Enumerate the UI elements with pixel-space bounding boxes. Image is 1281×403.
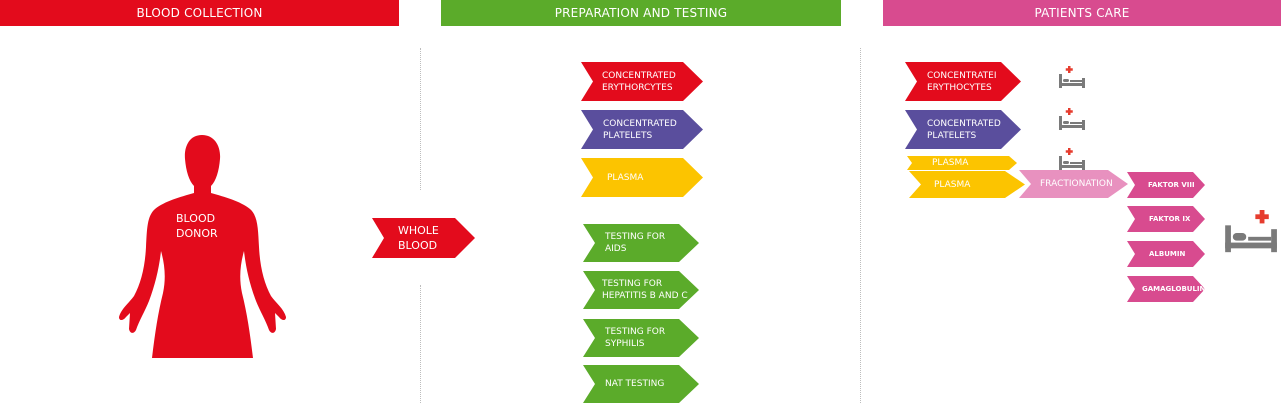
header-preparation-testing: PREPARATION AND TESTING [441,0,841,26]
product-faktor-ix: FAKTOR IX [1127,206,1205,232]
header-blood-collection: BLOOD COLLECTION [0,0,399,26]
testing-item-label: NAT TESTING [605,379,665,389]
product-albumin: ALBUMIN [1127,241,1205,267]
product-gamaglobulin: GAMAGLOBULIN [1127,276,1205,302]
testing-aids: TESTING FOR AIDS [583,224,699,262]
prep-concentrated-erythrocytes: CONCENTRATED ERYTHORCYTES [581,62,703,101]
hospital-bed-icon [1059,148,1085,170]
separator-left-top [420,48,421,190]
fractionation-label: FRACTIONATION [1040,179,1113,189]
product-label: ALBUMIN [1149,250,1186,258]
whole-blood-label: WHOLE BLOOD [398,224,439,252]
testing-item-label: TESTING FOR AIDS [605,232,666,254]
separator-right [860,48,861,403]
separator-left-bottom [420,285,421,403]
product-label: FAKTOR IX [1149,215,1191,223]
product-faktor-viii: FAKTOR VIII [1127,172,1205,198]
care-item-label: PLASMA [932,158,969,168]
product-label: GAMAGLOBULIN [1142,285,1206,293]
testing-hepatitis: TESTING FOR HEPATITIS B AND C [583,271,699,309]
blood-donor-label: BLOOD DONOR [176,212,218,240]
testing-syphilis: TESTING FOR SYPHILIS [583,319,699,357]
hospital-bed-icon [1059,66,1085,88]
care-plasma-top: PLASMA [907,156,1017,170]
care-concentrated-platelets: CONCENTRATED PLATELETS [905,110,1021,149]
header-patients-care: PATIENTS CARE [883,0,1281,26]
testing-nat: NAT TESTING [583,365,699,403]
hospital-bed-icon [1059,108,1085,130]
prep-item-label: PLASMA [607,172,644,183]
testing-item-label: TESTING FOR SYPHILIS [605,327,666,349]
prep-concentrated-platelets: CONCENTRATED PLATELETS [581,110,703,149]
prep-plasma: PLASMA [581,158,703,197]
care-item-label: CONCENTRATED PLATELETS [927,118,1001,141]
whole-blood-arrow: WHOLE BLOOD [372,218,475,258]
product-label: FAKTOR VIII [1148,181,1195,189]
care-item-label: CONCENTRATEI ERYTHOCYTES [927,70,997,93]
prep-item-label: CONCENTRATED PLATELETS [603,118,677,141]
testing-item-label: TESTING FOR HEPATITIS B AND C [602,279,688,301]
hospital-bed-icon-large [1225,210,1277,253]
care-concentrated-erythrocytes: CONCENTRATEI ERYTHOCYTES [905,62,1021,101]
care-fractionation: FRACTIONATION [1019,170,1128,198]
prep-item-label: CONCENTRATED ERYTHORCYTES [602,70,676,93]
care-plasma: PLASMA [909,171,1025,198]
blood-donor-silhouette [119,135,286,358]
care-item-label: PLASMA [934,179,971,190]
